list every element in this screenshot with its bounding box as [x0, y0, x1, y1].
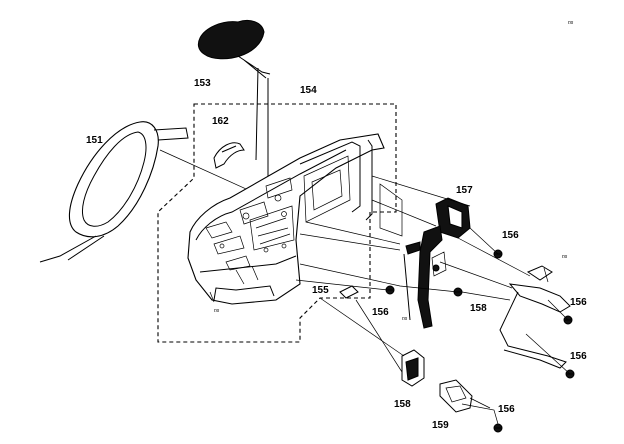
- part-151-panel: [39, 121, 267, 263]
- label-156-center: 156: [372, 307, 389, 318]
- part-162-clip: [213, 142, 245, 169]
- right-bracket-assembly: [499, 265, 571, 369]
- screw-6: [493, 423, 503, 433]
- label-156-bottom: 156: [498, 404, 515, 415]
- screw-small: [432, 264, 440, 272]
- marking-ns-housing: ns: [214, 308, 220, 314]
- label-159: 159: [432, 420, 449, 431]
- label-158-bottom: 158: [394, 399, 411, 410]
- label-154: 154: [300, 85, 317, 96]
- part-158-tab: [401, 349, 425, 387]
- label-151: 151: [86, 135, 103, 146]
- label-157: 157: [456, 185, 473, 196]
- part-153-grip: [197, 19, 271, 190]
- part-155-small: [339, 285, 359, 299]
- label-158-right: 158: [470, 303, 487, 314]
- marking-ns-corner: ns: [568, 20, 574, 26]
- label-155: 155: [312, 285, 329, 296]
- marking-ns-strip: ns: [402, 316, 408, 322]
- screw-set-156: [385, 249, 575, 433]
- label-156-top-right: 156: [502, 230, 519, 241]
- marking-ns-upper-right: ns: [562, 254, 568, 260]
- part-159-plate: [439, 379, 473, 413]
- assembly-group-154-boundary: [157, 103, 397, 343]
- side-bracket-strip: [379, 183, 447, 329]
- label-156-lower-right: 156: [570, 351, 587, 362]
- label-162: 162: [212, 116, 229, 127]
- label-156-right: 156: [570, 297, 587, 308]
- assembly-lines: [209, 175, 571, 425]
- main-housing-frame: [187, 133, 385, 305]
- label-153: 153: [194, 78, 211, 89]
